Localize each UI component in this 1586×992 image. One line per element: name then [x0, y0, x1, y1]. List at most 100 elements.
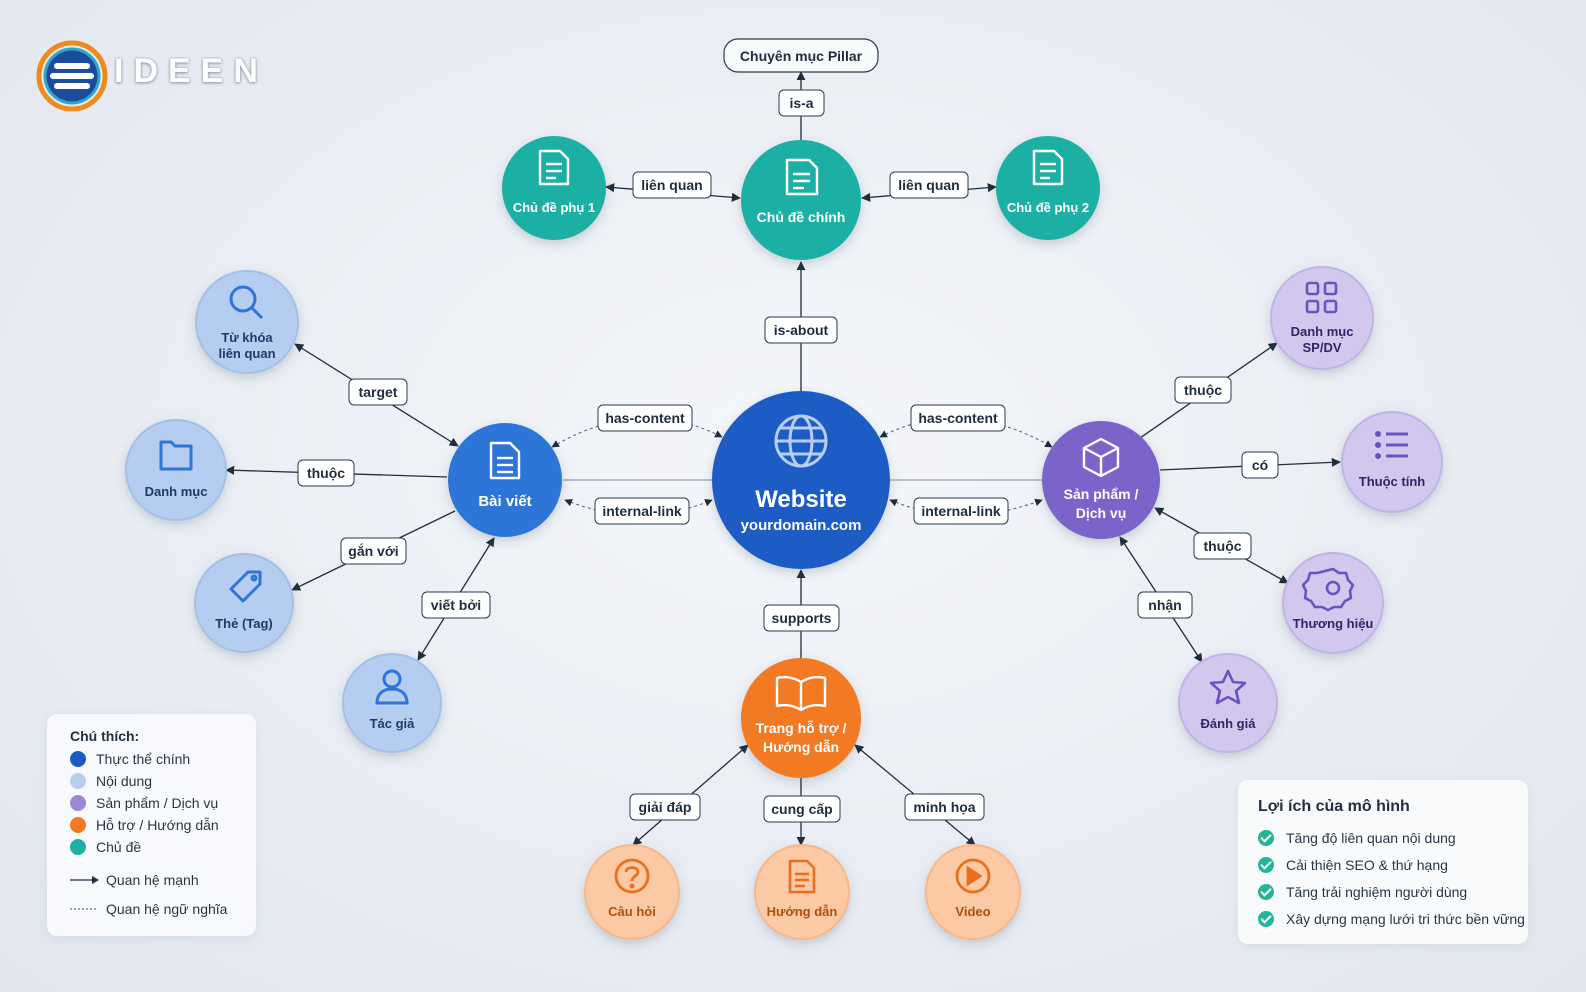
label-illustrates: minh họa — [904, 793, 985, 821]
box-icon — [1082, 437, 1120, 478]
label-internal-left: internal-link — [594, 497, 690, 525]
legend-title: Chú thích: — [70, 728, 140, 744]
svg-text:Chủ đề chính: Chủ đề chính — [757, 209, 846, 225]
check-icon — [1258, 884, 1274, 900]
svg-text:viết bởi: viết bởi — [431, 597, 481, 613]
svg-text:nhận: nhận — [1148, 597, 1181, 613]
legend: Chú thích: Thực thể chính Nội dung Sản p… — [47, 714, 256, 936]
category-node[interactable]: Danh mục — [125, 419, 227, 521]
label-related-1: liên quan — [632, 171, 712, 199]
badge-icon — [1301, 567, 1355, 612]
svg-text:Thuộc tính: Thuộc tính — [1359, 474, 1425, 489]
svg-text:Câu hỏi: Câu hỏi — [608, 904, 656, 919]
svg-text:Thương hiệu: Thương hiệu — [1293, 616, 1374, 631]
website-node[interactable]: Website yourdomain.com — [712, 391, 890, 569]
svg-text:Từ khóa: Từ khóa — [221, 330, 273, 345]
edge-internal-left — [564, 498, 713, 516]
svg-text:Tác giả: Tác giả — [370, 716, 416, 731]
legend-item-support: Hỗ trợ / Hướng dẫn — [70, 817, 219, 833]
product-node[interactable]: Sản phẩm / Dịch vụ — [1042, 421, 1160, 539]
article-node[interactable]: Bài viết — [448, 423, 562, 537]
attribute-node[interactable]: Thuộc tính — [1341, 411, 1443, 513]
svg-text:Đánh giá: Đánh giá — [1201, 716, 1257, 731]
svg-text:Hướng dẫn: Hướng dẫn — [763, 739, 839, 755]
svg-text:liên quan: liên quan — [641, 177, 702, 193]
video-node[interactable]: Video — [925, 844, 1021, 940]
guide-node[interactable]: Hướng dẫn — [754, 844, 850, 940]
svg-text:thuộc: thuộc — [1203, 538, 1241, 554]
label-product-category: thuộc — [1174, 376, 1232, 404]
benefits-title: Lợi ích của mô hình — [1258, 798, 1410, 815]
legend-dot — [70, 839, 86, 855]
benefit-item: Cải thiện SEO & thứ hạng — [1258, 857, 1448, 873]
svg-text:thuộc: thuộc — [307, 465, 345, 481]
star-icon — [1209, 669, 1247, 705]
label-receives: nhận — [1137, 591, 1193, 619]
support-node[interactable]: Trang hỗ trợ / Hướng dẫn — [741, 658, 861, 778]
brand-node[interactable]: Thương hiệu — [1282, 552, 1384, 654]
label-related-2: liên quan — [889, 171, 969, 199]
tag-node[interactable]: Thẻ (Tag) — [194, 553, 294, 653]
label-target: target — [348, 378, 408, 406]
keyword-node[interactable]: Từ khóa liên quan — [195, 270, 299, 374]
svg-text:Chủ đề phụ 2: Chủ đề phụ 2 — [1007, 200, 1089, 215]
label-written-by: viết bởi — [421, 591, 491, 619]
svg-text:Sản phẩm /: Sản phẩm / — [1064, 486, 1139, 502]
svg-text:liên quan: liên quan — [218, 346, 275, 361]
svg-text:Danh mục: Danh mục — [145, 484, 208, 499]
svg-text:Video: Video — [955, 904, 990, 919]
label-has-content-left: has-content — [597, 404, 693, 432]
svg-text:internal-link: internal-link — [602, 503, 682, 519]
label-has-content-right: has-content — [910, 404, 1006, 432]
svg-text:có: có — [1252, 457, 1268, 473]
brand-logo — [36, 38, 286, 118]
benefit-item: Tăng trải nghiệm người dùng — [1258, 884, 1467, 900]
check-icon — [1258, 857, 1274, 873]
svg-text:target: target — [359, 384, 398, 400]
label-has: có — [1241, 451, 1279, 479]
question-node[interactable]: Câu hỏi — [584, 844, 680, 940]
book-icon — [775, 675, 827, 712]
pillar-node[interactable]: Chuyên mục Pillar — [723, 38, 879, 73]
svg-text:SP/DV: SP/DV — [1302, 340, 1341, 355]
svg-text:Trang hỗ trợ /: Trang hỗ trợ / — [756, 720, 847, 736]
label-is-a: is-a — [778, 89, 825, 117]
svg-text:Dịch vụ: Dịch vụ — [1076, 505, 1127, 521]
svg-text:internal-link: internal-link — [921, 503, 1001, 519]
legend-item-strong: Quan hệ mạnh — [70, 872, 199, 888]
legend-dot — [70, 773, 86, 789]
document-icon — [489, 441, 521, 480]
svg-text:yourdomain.com: yourdomain.com — [741, 517, 862, 534]
main-topic-node[interactable]: Chủ đề chính — [741, 140, 861, 260]
svg-text:thuộc: thuộc — [1184, 382, 1222, 398]
review-node[interactable]: Đánh giá — [1178, 653, 1278, 753]
svg-text:supports: supports — [772, 610, 832, 626]
grid-icon — [1305, 281, 1338, 314]
question-icon — [614, 858, 650, 894]
legend-dot — [70, 817, 86, 833]
sub-topic-1-node[interactable]: Chủ đề phụ 1 — [502, 136, 606, 240]
legend-item-semantic: Quan hệ ngữ nghĩa — [70, 901, 227, 917]
legend-item-content: Nội dung — [70, 773, 152, 789]
svg-text:Thẻ (Tag): Thẻ (Tag) — [215, 616, 273, 631]
svg-text:giải đáp: giải đáp — [639, 799, 692, 815]
legend-dot — [70, 795, 86, 811]
svg-text:cung cấp: cung cấp — [771, 801, 832, 817]
legend-dot — [70, 751, 86, 767]
edge-labels: is-a liên quan liên quan is-about has-co… — [297, 89, 1279, 823]
label-provides: cung cấp — [763, 795, 841, 823]
svg-text:Chủ đề phụ 1: Chủ đề phụ 1 — [513, 200, 595, 215]
legend-item-product: Sản phẩm / Dịch vụ — [70, 795, 218, 811]
product-category-node[interactable]: Danh mục SP/DV — [1270, 266, 1374, 370]
label-supports: supports — [763, 604, 840, 632]
document-icon — [788, 859, 816, 894]
label-belongs-brand: thuộc — [1193, 532, 1252, 560]
search-icon — [229, 285, 264, 320]
arrow-line-icon — [70, 876, 99, 884]
svg-text:gắn với: gắn với — [348, 542, 398, 559]
svg-text:has-content: has-content — [605, 410, 685, 426]
sub-topic-2-node[interactable]: Chủ đề phụ 2 — [996, 136, 1100, 240]
label-belongs-category: thuộc — [297, 459, 355, 487]
author-node[interactable]: Tác giả — [342, 653, 442, 753]
